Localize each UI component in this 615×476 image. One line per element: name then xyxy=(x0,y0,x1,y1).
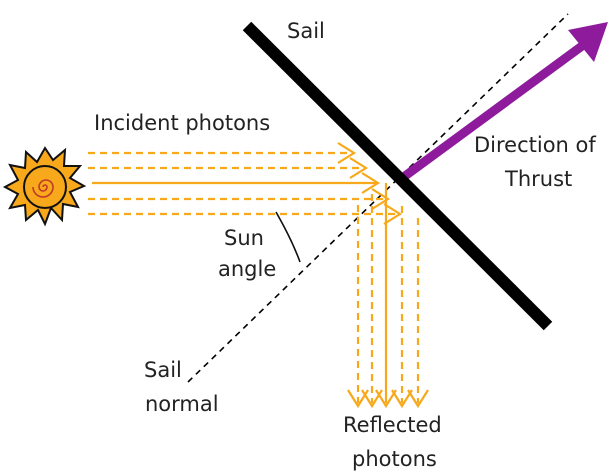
incident-photons xyxy=(88,142,403,225)
sun-angle-label-line2: angle xyxy=(218,257,276,281)
reflected-photons-label-line2: photons xyxy=(352,447,437,471)
sail-label: Sail xyxy=(287,19,325,43)
sun-angle-label-line1: Sun xyxy=(224,226,264,250)
sail-normal-label-line1: Sail xyxy=(144,358,182,382)
sun-angle-arc xyxy=(275,211,301,263)
thrust-arrow xyxy=(402,22,608,180)
direction-of-thrust-label-line1: Direction of xyxy=(474,133,596,157)
reflected-photons xyxy=(347,183,429,409)
sail-normal-label-line2: normal xyxy=(145,392,219,416)
direction-of-thrust-label-line2: Thrust xyxy=(504,167,572,191)
incident-photons-label: Incident photons xyxy=(94,111,270,135)
sun-icon xyxy=(2,146,87,227)
reflected-photons-label-line1: Reflected xyxy=(343,413,442,437)
sail xyxy=(242,21,553,331)
